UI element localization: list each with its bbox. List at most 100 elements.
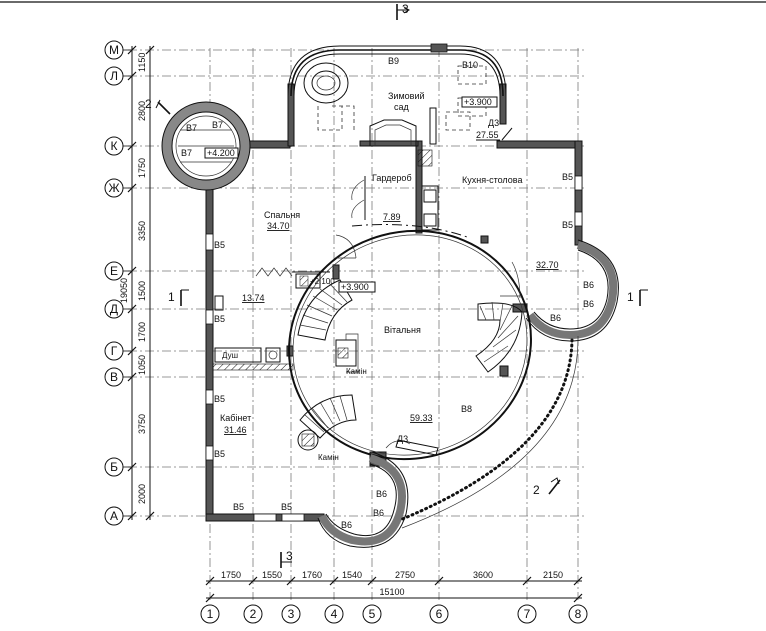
bottom-dim-2: 1550 [262, 570, 282, 580]
wall-stub-3 [499, 365, 509, 377]
left-dim-1: 1150 [137, 53, 147, 72]
kitchen-area: Гардероб 7.89 Кухня-столова 32.70 В5 В5 [351, 149, 583, 270]
window-b10: В10 [462, 60, 478, 70]
tower-level: +4.200 [207, 148, 235, 158]
section-mark-bottom: 3 [286, 549, 293, 563]
window-b5-left-3: В5 [214, 394, 225, 404]
axis-letter-bubbles: М Л К Ж Е Д Г В Б А [104, 40, 132, 526]
fireplace-living: Камін [346, 367, 367, 376]
column [480, 235, 489, 244]
axis-letter-v: В [110, 370, 118, 384]
window-b6-bottom-1: В6 [376, 489, 387, 499]
axis-letter-l: Л [110, 69, 118, 83]
bottom-dim-6: 3600 [473, 570, 493, 580]
bottom-dim-3: 1760 [302, 570, 322, 580]
fireplace-study: Камін [318, 453, 339, 462]
bedroom-area: 34.70 [267, 221, 290, 231]
section-mark-top: 3 [402, 2, 409, 16]
left-dim-8: 3750 [137, 414, 147, 434]
wardrobe-area: 7.89 [383, 212, 401, 222]
window-b5-bottom-2: В5 [281, 502, 292, 512]
door-d3-top: Д3 [488, 118, 499, 128]
garden-level-box [461, 96, 498, 108]
terrace-arc [398, 338, 574, 522]
section-marks: 3 3 1 1 2 2 [145, 2, 648, 568]
bath-area: 13.74 [242, 293, 265, 303]
axis-letter-a: А [110, 509, 118, 523]
axis-letter-k: К [111, 139, 118, 153]
window-b6-right-2: В6 [583, 299, 594, 309]
window-b7-3: В7 [181, 148, 192, 158]
axis-letter-e: Е [110, 264, 118, 278]
walls [205, 45, 583, 522]
bottom-dim-1: 1750 [221, 570, 241, 580]
axis-number-3: 3 [288, 607, 295, 621]
bedroom-label: Спальня [264, 210, 300, 220]
axis-letter-d: Д [110, 302, 118, 316]
axis-number-8: 8 [575, 607, 582, 621]
section-mark-upper-left: 2 [145, 97, 152, 111]
bottom-dim-5: 2750 [395, 570, 415, 580]
bottom-dimension-chain: 1750 1550 1760 1540 2750 3600 2150 15100 [205, 570, 583, 603]
study-label: Кабінет [220, 413, 251, 423]
axis-letter-zh: Ж [108, 181, 119, 195]
left-dim-2: 2800 [137, 101, 147, 121]
axis-number-6: 6 [436, 607, 443, 621]
window-b6-bottom-2: В6 [373, 508, 384, 518]
axis-letter-m: М [109, 43, 119, 57]
bottom-dim-total: 15100 [379, 587, 404, 597]
door-d3-mid: Д3 [397, 434, 408, 444]
left-dim-6: 1700 [137, 322, 147, 342]
wardrobe-label: Гардероб [372, 173, 412, 183]
window-b5-bottom-1: В5 [233, 502, 244, 512]
garden-level: +3.900 [464, 97, 492, 107]
left-dim-total: 19050 [119, 278, 129, 303]
right-bay: В6 В6 В6 [525, 239, 619, 342]
window-b7-1: В7 [186, 123, 197, 133]
wall-stub-1 [332, 264, 340, 280]
terrace-arc-outline [401, 335, 579, 529]
bedroom: Спальня 34.70 +2.100 В5 [205, 210, 335, 289]
kitchen-area: 32.70 [536, 260, 559, 270]
garden-low-level: 27.55 [476, 130, 499, 140]
axis-number-2: 2 [250, 607, 257, 621]
section-mark-lower-right: 2 [533, 483, 540, 497]
bathroom: 13.74 В5 Душ [205, 293, 281, 363]
wall-garden-right [499, 83, 507, 125]
left-dim-7: 1050 [137, 355, 147, 375]
section-mark-right: 1 [627, 290, 634, 304]
wall-top-kitchen [496, 140, 581, 149]
study: Кабінет 31.46 В5 В5 В5 В5 Камін [205, 389, 339, 522]
wall-right-kitchen [574, 140, 583, 246]
tower: +4.200 В7 В7 В7 [161, 101, 251, 191]
window-b8: В8 [461, 404, 472, 414]
window-b6-bottom-3: В6 [341, 520, 352, 530]
window-b5-left-1: В5 [214, 240, 225, 250]
axis-number-4: 4 [331, 607, 338, 621]
stair-low-level: +2.100 [310, 277, 335, 286]
left-dim-9: 2000 [137, 484, 147, 504]
winter-garden-label-2: сад [394, 102, 410, 112]
stair-level-box [338, 281, 376, 293]
axis-number-bubbles: 1 2 3 4 5 6 7 8 [200, 604, 588, 624]
bottom-bay: В6 В6 В6 [317, 451, 409, 548]
axis-number-1: 1 [207, 607, 214, 621]
living-label: Вітальня [384, 325, 421, 335]
left-dim-3: 1750 [137, 158, 147, 178]
window-b6-right-1: В6 [583, 280, 594, 290]
window-b9: В9 [388, 56, 399, 66]
window-b5-kitchen-top: В5 [562, 172, 573, 182]
wall-garden-arch [290, 49, 504, 97]
window-b6-right-3: В6 [550, 313, 561, 323]
left-dim-4: 3350 [137, 221, 147, 241]
tower-level-box [204, 147, 239, 159]
study-area: 31.46 [224, 425, 247, 435]
left-dimension-chain: 1150 2800 1750 3350 1500 1700 1050 3750 … [119, 45, 155, 521]
winter-garden: В9 В10 Зимовий сад +3.900 Д3 27.55 [303, 43, 513, 146]
winter-garden-label-1: Зимовий [388, 91, 425, 101]
axis-number-7: 7 [524, 607, 531, 621]
living-area: 59.33 [410, 413, 433, 423]
living-room: Камін +3.900 Вітальня 59.33 В8 Д3 [288, 224, 532, 461]
axis-number-5: 5 [369, 607, 376, 621]
wall-wardrobe-top [359, 140, 419, 147]
